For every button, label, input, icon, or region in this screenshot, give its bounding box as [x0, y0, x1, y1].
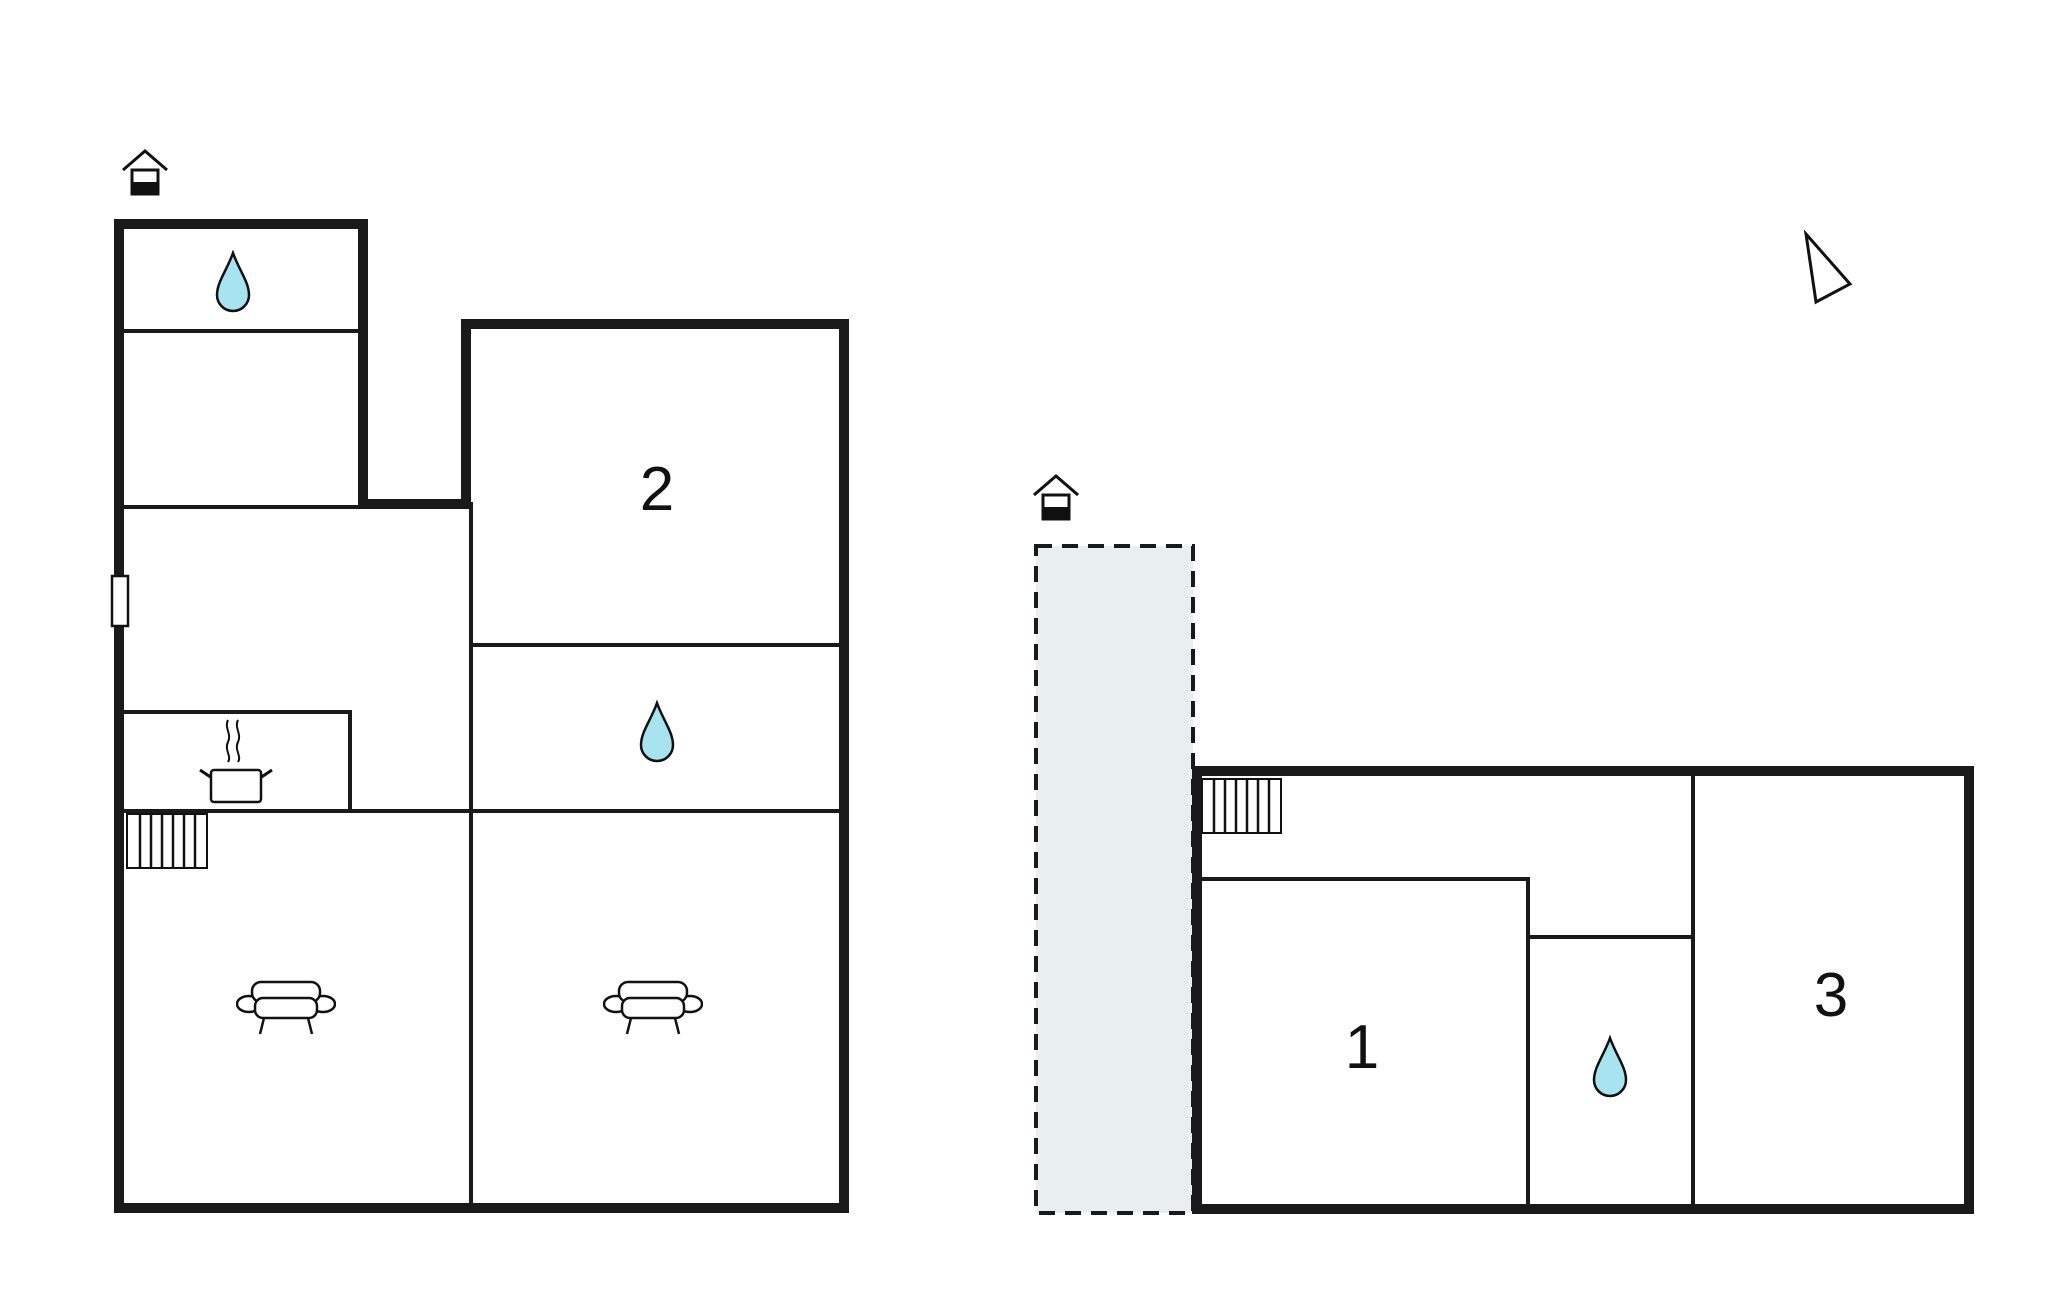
sofa-icon	[603, 980, 703, 1036]
entrance-icon	[121, 149, 169, 196]
water-drop-icon	[215, 251, 251, 313]
north-arrow-icon	[1803, 229, 1853, 305]
window	[110, 574, 130, 628]
terrace-area	[1034, 544, 1195, 1215]
kitchen-wall	[122, 710, 352, 813]
upper-floor: 1 3	[1032, 474, 1974, 1215]
ground-floor: 2	[110, 149, 849, 1213]
cooking-pot-icon	[198, 718, 274, 804]
stairs-icon	[126, 813, 208, 869]
bedroom-1-wall	[1200, 877, 1530, 1206]
entrance-icon	[1032, 474, 1080, 521]
sofa-icon	[236, 980, 336, 1036]
stairs-icon	[1201, 778, 1282, 834]
room-label-bedroom-1: 1	[1345, 1013, 1379, 1082]
ground-floor-outer-wall	[114, 219, 849, 1213]
water-drop-icon	[639, 701, 675, 763]
upper-floor-outer-wall	[1192, 766, 1974, 1214]
room-label-bedroom-2: 2	[640, 455, 674, 524]
room-label-bedroom-3: 3	[1814, 961, 1848, 1030]
water-drop-icon	[1592, 1036, 1628, 1098]
